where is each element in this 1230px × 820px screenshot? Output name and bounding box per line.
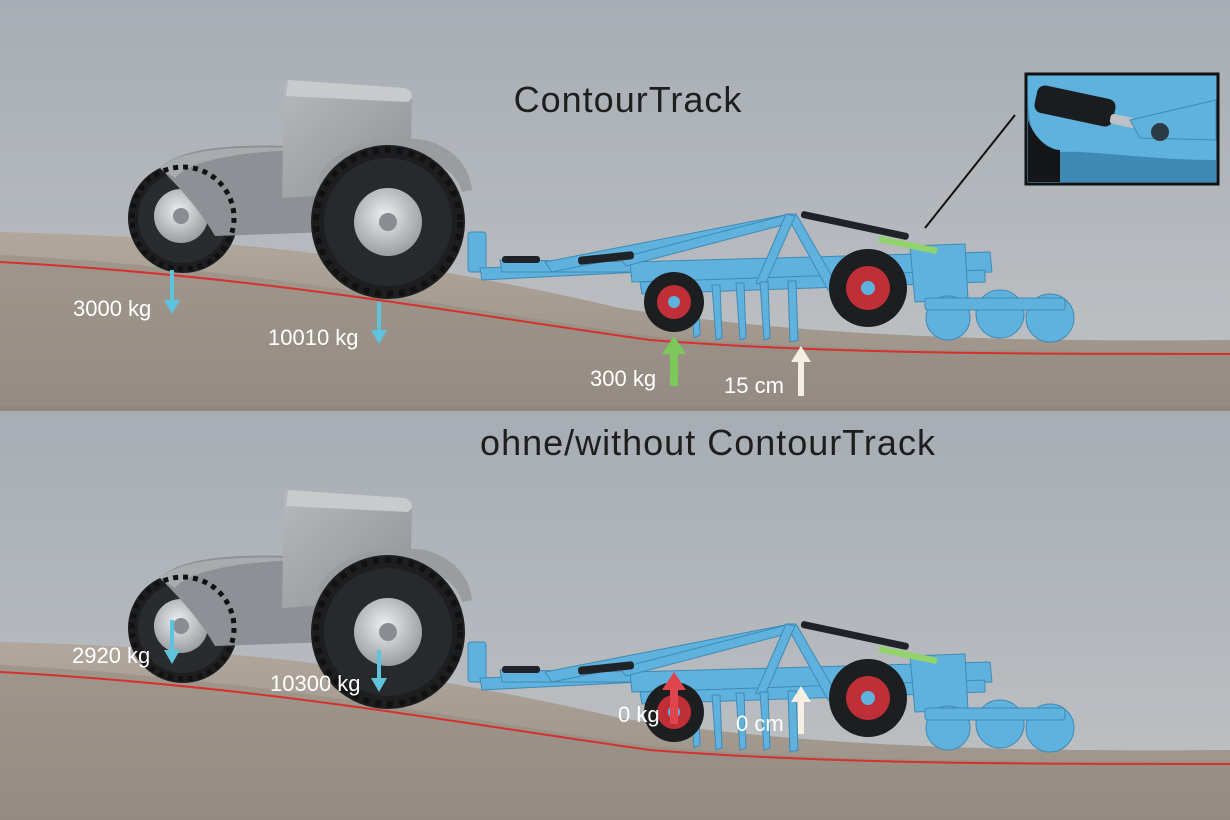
working-depth-label: 15 cm [724, 373, 784, 398]
implement-wheel-arrow [662, 672, 686, 690]
front-axle-arrow [164, 650, 180, 664]
front-axle-load-label: 3000 kg [73, 296, 151, 321]
inset-detail-view [924, 72, 1220, 229]
front-axle-arrow [164, 300, 180, 314]
panel-1-title: ContourTrack [514, 79, 743, 120]
panel-divider [0, 406, 1230, 411]
depth-arrow [791, 686, 811, 702]
implement-wheel-arrow [662, 336, 686, 354]
rear-axle-arrow [371, 678, 387, 692]
panel-with-contourtrack [0, 0, 1230, 408]
rear-axle-load-label: 10010 kg [268, 325, 359, 350]
implement-wheel-load-label: 300 kg [590, 366, 656, 391]
inset-pointer-line [924, 114, 1016, 229]
panel-2-arrows [164, 620, 811, 734]
panel-without-contourtrack [0, 410, 1230, 820]
implement-wheel-load-label: 0 kg [618, 702, 660, 727]
front-axle-load-label: 2920 kg [72, 643, 150, 668]
panel-1-arrows [164, 270, 811, 396]
panel-2-title: ohne/without ContourTrack [480, 422, 936, 463]
rear-axle-arrow [371, 330, 387, 344]
depth-arrow [791, 346, 811, 362]
working-depth-label: 0 cm [736, 711, 784, 736]
rear-axle-load-label: 10300 kg [270, 671, 361, 696]
